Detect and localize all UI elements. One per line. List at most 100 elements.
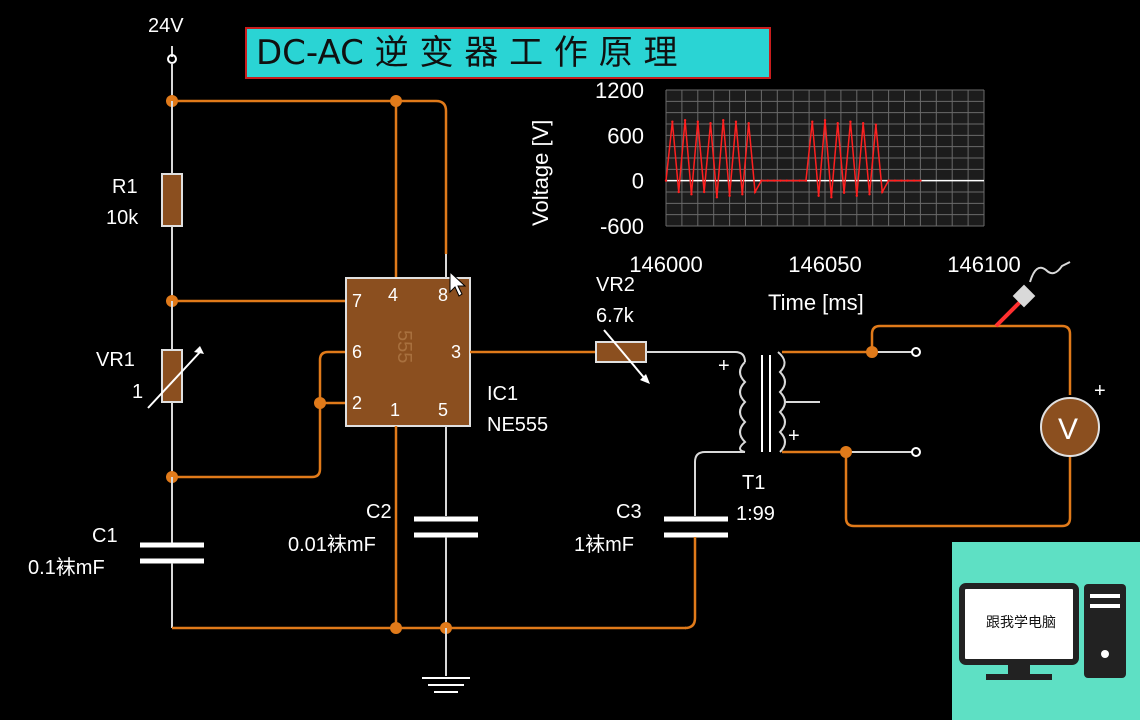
data-point [696,120,699,123]
data-point [766,179,769,182]
r1-name: R1 [112,176,138,198]
pin-5-label: 5 [438,400,448,420]
transformer-t1[interactable] [739,351,786,453]
y-tick-label: -600 [600,214,644,239]
t1-value: 1:99 [736,503,775,525]
pin-3-label: 3 [451,342,461,362]
data-point [849,120,852,123]
junction-dot [314,397,326,409]
data-point [868,193,871,196]
c3-name: C3 [616,501,642,523]
pin-7-label: 7 [352,291,362,311]
title-banner [245,27,771,79]
pin-1-label: 1 [390,400,400,420]
data-point [881,190,884,194]
data-point [804,179,808,182]
data-point [779,179,782,182]
pin-4-label: 4 [388,285,398,305]
c1-name: C1 [92,525,118,547]
potentiometer-vr2[interactable] [595,341,647,363]
probe-icon[interactable] [994,261,1071,328]
mouse-cursor-icon [449,270,467,297]
y-tick-label: 0 [632,169,644,194]
data-point [702,190,706,194]
data-point [855,194,858,197]
data-point [709,122,712,125]
ground-symbol [422,677,470,693]
ic1-value: NE555 [487,414,548,436]
secondary-polarity: + [788,425,800,447]
junction-dot [390,622,402,634]
data-point [741,193,744,196]
meter-polarity: + [1094,380,1106,402]
pin-2-label: 2 [352,393,362,413]
data-point [677,190,680,194]
vr2-value: 6.7k [596,305,635,327]
data-point [900,179,903,182]
y-tick-label: 600 [607,123,644,148]
primary-polarity: + [718,355,730,377]
computer-icon [959,583,1126,680]
data-point [734,120,738,123]
data-point [722,119,725,122]
vr1-value: 1 [132,381,143,403]
data-point [874,123,878,126]
data-point [823,119,827,122]
chip-marking: 555 [393,330,415,363]
resistor-r1[interactable] [161,173,183,227]
data-point [861,122,865,125]
data-point [747,122,750,125]
data-point [842,191,846,194]
chart-series-group [664,119,922,199]
data-point [772,179,776,182]
data-point [690,193,693,196]
data-point [830,196,833,199]
data-point [906,179,909,182]
pin-6-label: 6 [352,342,362,362]
data-point [811,120,814,123]
output-terminal-top[interactable] [911,347,921,357]
c3-value: 1袜mF [574,533,634,556]
data-point [728,194,731,197]
ic1-name: IC1 [487,383,518,405]
data-point [792,179,795,182]
t1-name: T1 [742,472,765,494]
chart-xlabel: Time [ms] [768,290,864,315]
pin-8-label: 8 [438,285,448,305]
supply-label: 24V [148,15,184,37]
c2-name: C2 [366,501,392,523]
data-point [798,179,801,182]
data-point [664,179,668,182]
data-point [912,179,916,182]
output-terminal-bottom[interactable] [911,447,921,457]
voltmeter-symbol: V [1058,413,1078,446]
pin8-wire [396,99,448,254]
data-point [671,120,674,123]
diagram-title: DC-AC 逆 变 器 工 作 原 理 [256,33,678,73]
c2-value: 0.01袜mF [288,533,376,556]
data-point [919,179,922,182]
data-point [836,122,839,125]
data-point [893,179,897,182]
badge-label: 跟我学电脑 [986,615,1056,631]
y-tick-label: 1200 [595,78,644,103]
x-tick-label: 146000 [629,252,702,277]
data-point [817,194,820,197]
data-point [785,179,789,182]
watermark-badge: 跟我学电脑 [952,542,1140,720]
r1-value: 10k [106,207,139,229]
junction-dot [390,95,402,107]
chart-ylabel: Voltage [V] [528,120,553,226]
x-tick-label: 146050 [788,252,861,277]
data-point [760,179,763,182]
meter-positive-wire [870,324,1072,395]
data-point [715,196,719,199]
voltmeter[interactable] [1040,397,1100,457]
ic-555-chip[interactable] [345,277,471,427]
vr1-name: VR1 [96,349,135,371]
meter-negative-wire [844,450,1072,528]
